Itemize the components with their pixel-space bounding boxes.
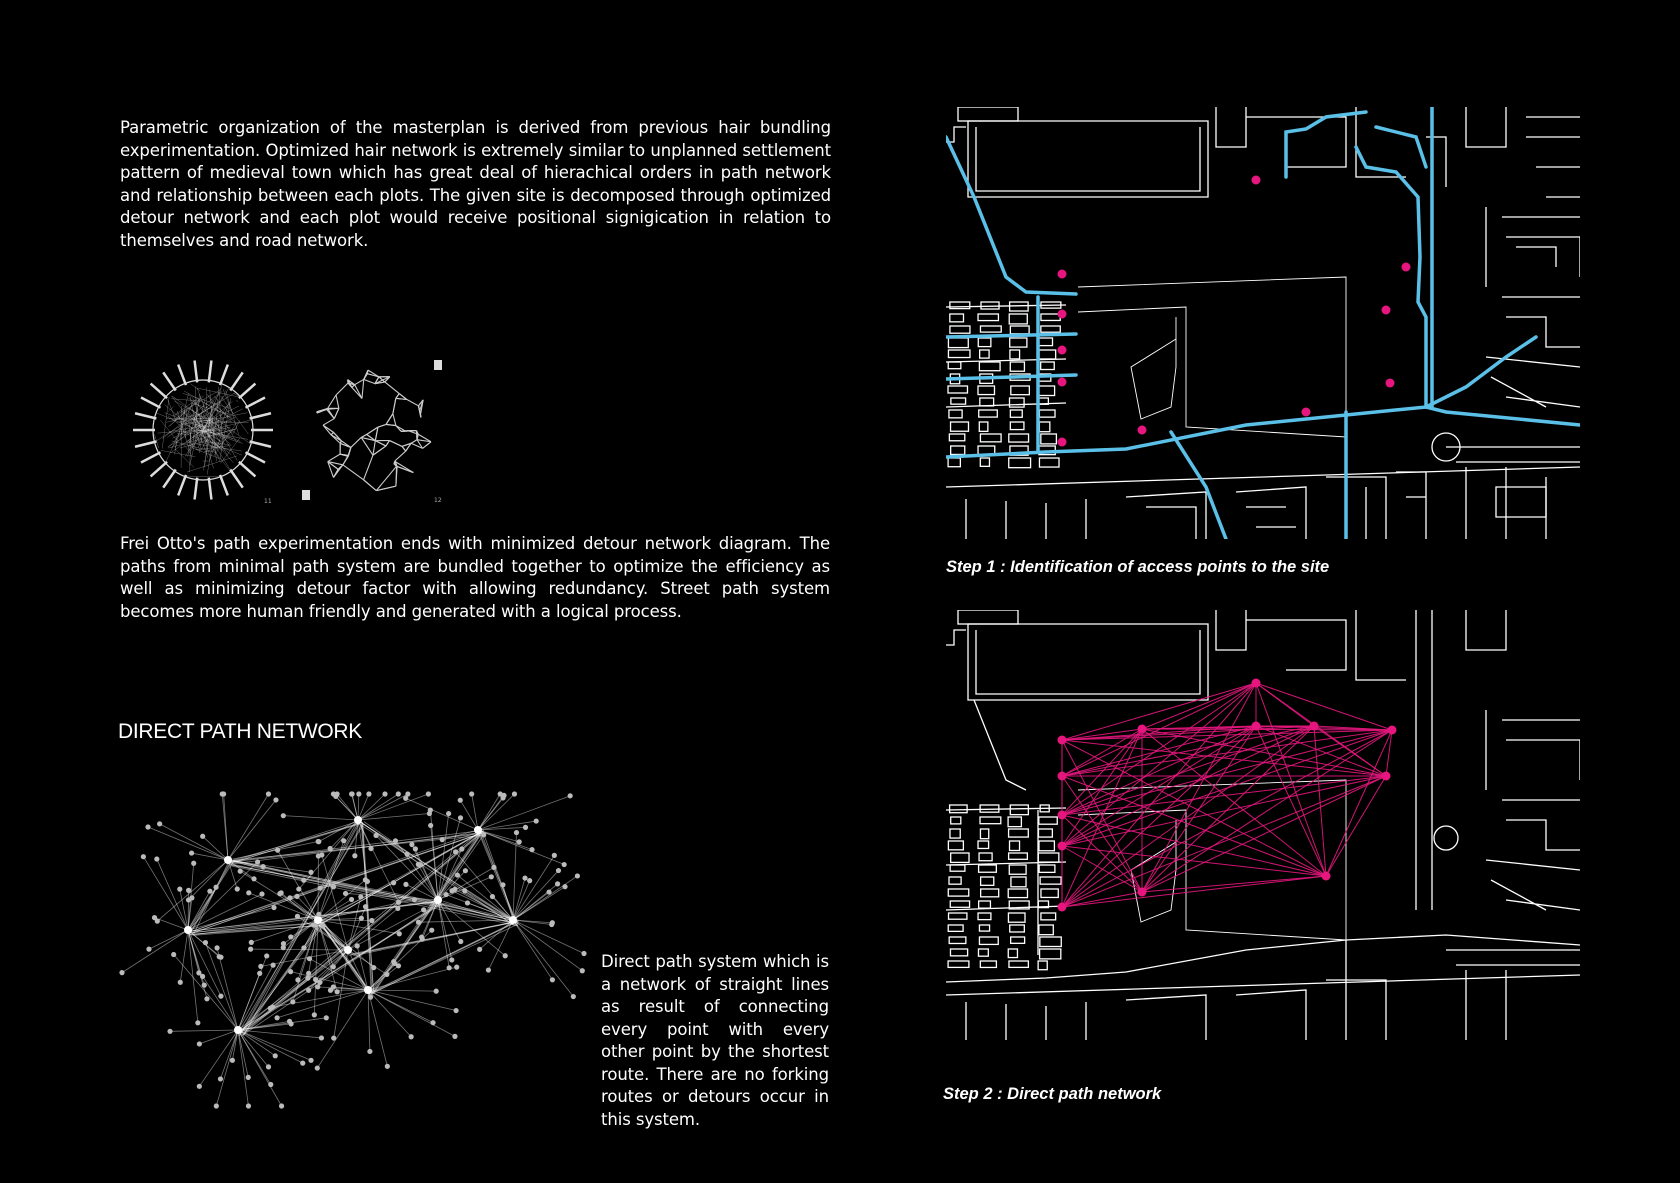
frei-otto-paragraph: Frei Otto's path experimentation ends wi… (120, 533, 830, 623)
intro-paragraph: Parametric organization of the masterpla… (120, 117, 831, 252)
direct-path-network-graph (118, 790, 588, 1110)
step1-site-map (946, 107, 1580, 539)
hair-tag-11: 11 (264, 498, 272, 505)
step1-caption: Step 1 : Identification of access points… (946, 558, 1329, 577)
direct-path-paragraph: Direct path system which is a network of… (601, 951, 829, 1131)
hair-experiment-image-1: 11 (128, 358, 278, 508)
hair-tag-12: 12 (434, 497, 442, 504)
step2-caption: Step 2 : Direct path network (943, 1085, 1161, 1104)
section-heading: DIRECT PATH NETWORK (118, 720, 362, 744)
hair-experiment-image-2: 12 (296, 354, 448, 506)
step2-site-map (946, 610, 1580, 1040)
